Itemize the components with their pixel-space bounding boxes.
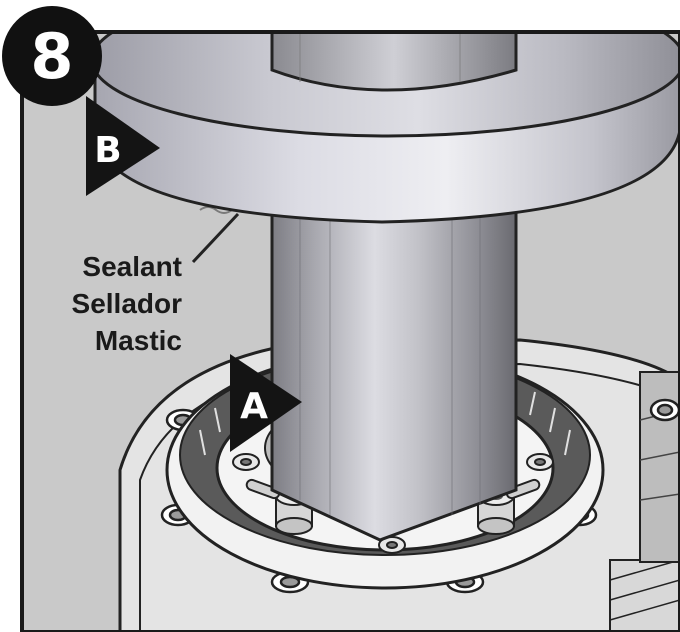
sealant-label-fr: Mastic <box>95 325 182 356</box>
inner-pipe-shading <box>299 32 461 82</box>
clamp-bolt-holes <box>232 453 554 554</box>
step-badge: 8 <box>2 6 102 106</box>
callout-b-letter: B <box>94 130 121 171</box>
diagram-frame <box>20 30 680 632</box>
callout-b: B <box>86 96 160 196</box>
pipe-shading <box>299 205 481 515</box>
sealant-label: Sealant Sellador Mastic <box>72 251 183 356</box>
step-number: 8 <box>30 20 73 93</box>
pipe-shaft <box>270 198 518 542</box>
callout-a: A <box>230 354 302 452</box>
sealant-label-en: Sealant <box>82 251 182 282</box>
sealant-label-es: Sellador <box>72 288 183 319</box>
inner-pipe <box>270 32 518 92</box>
sealant-leader-line <box>191 212 240 264</box>
callout-a-letter: A <box>240 386 268 427</box>
